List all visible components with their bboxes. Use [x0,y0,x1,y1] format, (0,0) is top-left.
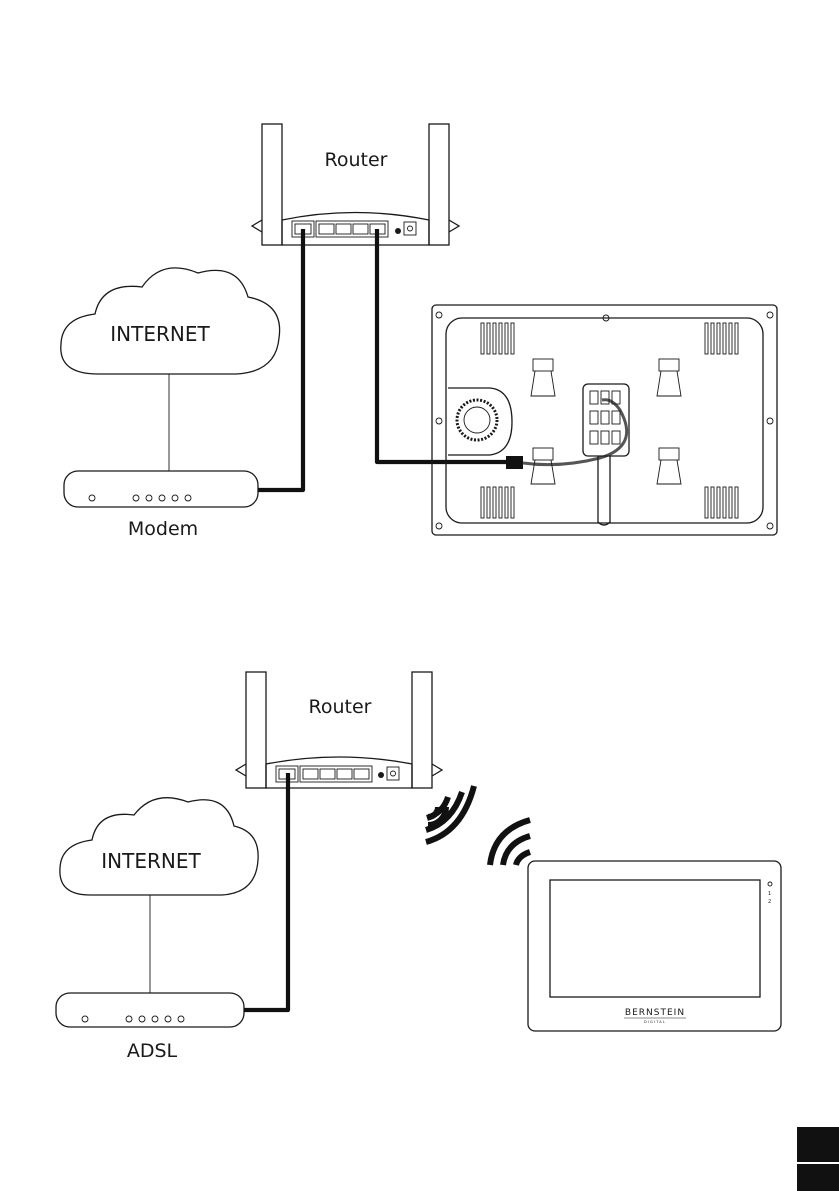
router-power-port [404,222,416,235]
adsl-modem: ADSL [56,993,244,1062]
monitor-indicator-1: 1 [768,891,771,897]
modem-body [64,471,258,507]
wifi-signal-router-icon [426,786,474,842]
rj45-connector [506,456,523,469]
router-led-dot [378,772,384,778]
monitor-back-panel [432,305,777,535]
monitor-internal-cable [523,400,627,465]
top-wired-diagram: Router INTERNET Modem [61,124,777,540]
modem-top: Modem [64,471,258,540]
page-tab-upper [797,1127,839,1162]
router-antenna-right [429,124,449,245]
vent-bottom-right [705,487,738,518]
page-tab-lower [797,1164,839,1191]
router-top: Router [252,124,459,245]
modem-label: Modem [128,518,198,540]
monitor-screen [550,880,760,997]
speaker-housing [448,388,512,455]
monitor-indicator-2: 2 [768,899,771,905]
monitor-back-inner [446,318,763,523]
router-label: Router [309,696,372,718]
cloud-shape [61,268,280,374]
router-antenna-left [246,672,266,788]
wire-adsl-router [244,773,288,1010]
vent-top-right [705,323,738,354]
internet-label: INTERNET [110,322,210,346]
monitor-front: 1 2 BERNSTEIN DIGITAL [528,861,781,1031]
internet-label: INTERNET [101,849,201,873]
monitor-indicator-dot [768,882,772,886]
monitor-brand-logo: BERNSTEIN [625,1008,685,1018]
vent-top-left [481,323,514,354]
router-label: Router [325,149,388,171]
monitor-stand [598,456,610,525]
cloud-shape [60,798,258,895]
monitor-brand-sub: DIGITAL [644,1020,666,1024]
router-power-port [387,767,399,780]
router-antenna-left [262,124,282,245]
internet-cloud-top: INTERNET [61,268,280,471]
bottom-wireless-diagram: Router INTERNET [56,672,781,1062]
wire-modem-router [258,229,303,490]
internet-cloud-bottom: INTERNET [60,798,258,993]
router-antenna-right [412,672,432,788]
speaker-grille-icon [457,400,497,440]
router-led-dot [395,228,401,234]
mount-clip-tl [531,359,555,396]
router-bottom: Router [236,672,442,788]
mount-clip-br [657,448,681,484]
wifi-signal-monitor-icon [490,820,530,865]
adsl-label: ADSL [127,1040,178,1062]
vent-bottom-left [481,487,514,518]
monitor-frame [528,861,781,1031]
router-lan-ports [300,766,372,782]
mount-clip-tr [657,359,681,396]
